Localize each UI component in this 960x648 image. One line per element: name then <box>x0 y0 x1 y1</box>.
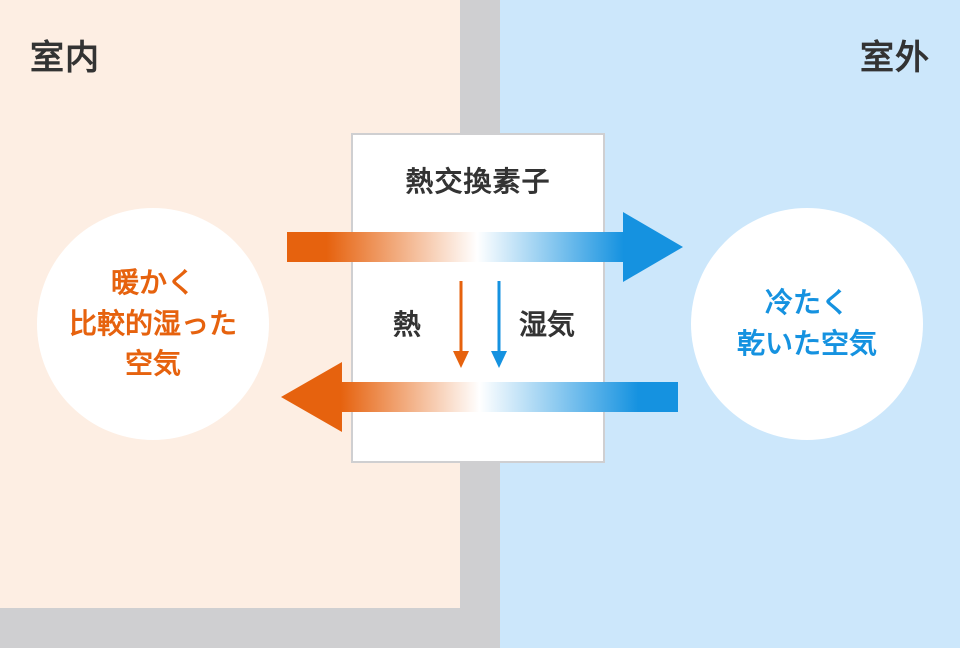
outdoor-air-circle: 冷たく 乾いた空気 <box>691 208 923 440</box>
supply-air-arrow <box>287 212 683 282</box>
heat-exchange-element-title: 熱交換素子 <box>405 165 551 198</box>
outdoor-label: 室外 <box>860 38 930 78</box>
indoor-air-circle: 暖かく 比較的湿った 空気 <box>37 208 269 440</box>
moisture-transfer-arrow <box>491 281 507 368</box>
heat-transfer-arrow <box>453 281 469 368</box>
indoor-air-text: 暖かく 比較的湿った 空気 <box>68 266 237 381</box>
moisture-label: 湿気 <box>519 308 576 341</box>
exhaust-air-arrow <box>281 362 678 432</box>
heat-label: 熱 <box>393 308 422 341</box>
indoor-label: 室内 <box>30 38 100 78</box>
outdoor-air-text: 冷たく 乾いた空気 <box>736 286 877 360</box>
